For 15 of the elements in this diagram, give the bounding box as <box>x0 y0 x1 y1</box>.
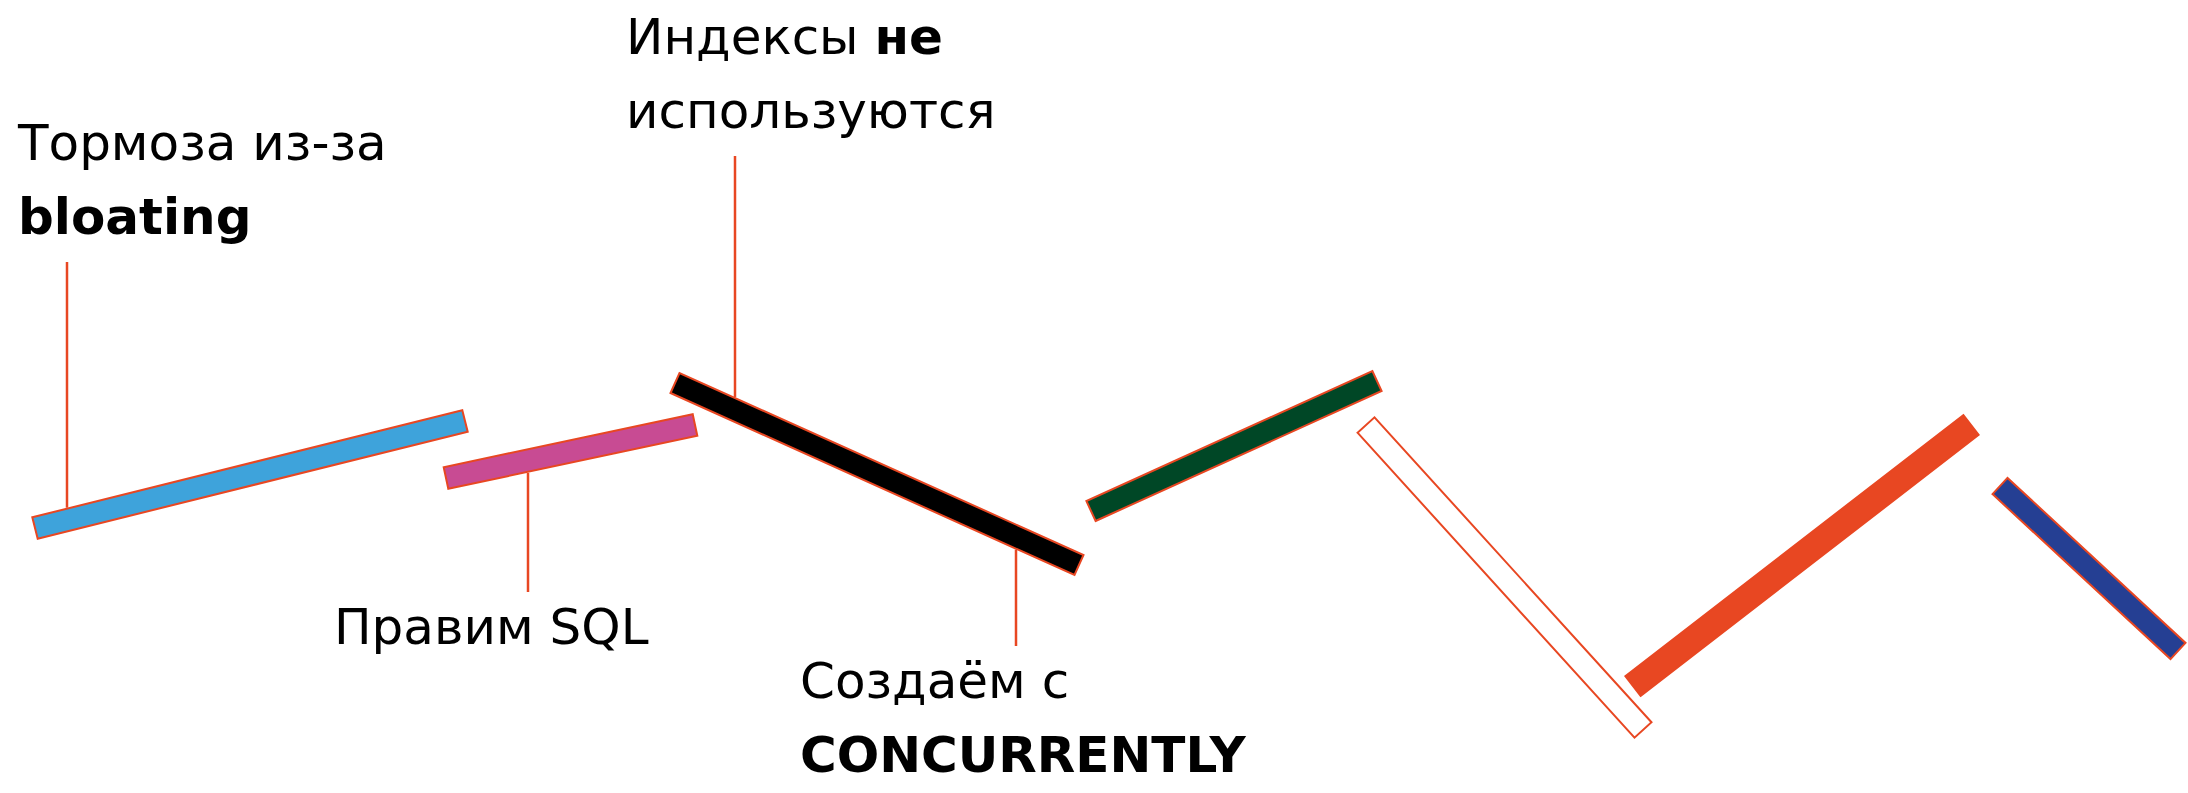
slanted-bar <box>1991 476 2187 661</box>
callout-text: Тормоза из-за bloating <box>18 106 423 254</box>
callout-text: Создаём с CONCURRENTLY <box>800 644 1400 792</box>
slanted-bar <box>31 409 469 540</box>
leader-line <box>526 472 530 592</box>
slanted-bar <box>669 371 1085 577</box>
slanted-bar <box>442 413 699 490</box>
leader-line <box>1014 549 1018 646</box>
leader-line <box>733 156 737 397</box>
callout-text: Индексы не используются <box>626 0 1086 148</box>
slanted-bar <box>1085 369 1383 523</box>
leader-line <box>65 262 69 508</box>
callout-text: Правим SQL <box>334 590 774 664</box>
slanted-bar <box>1624 413 1980 698</box>
slanted-bar <box>1356 415 1653 740</box>
